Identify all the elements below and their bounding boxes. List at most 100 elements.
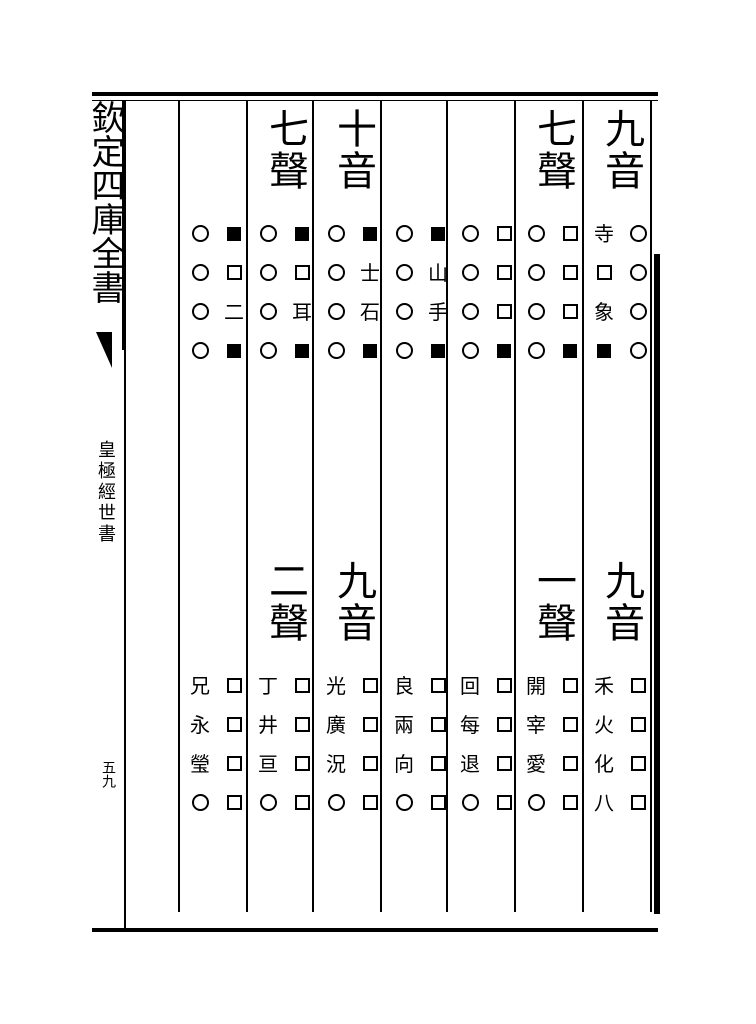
symbol-cell	[555, 331, 585, 370]
symbol-cell	[253, 331, 283, 370]
symbol-cell	[355, 331, 385, 370]
empty-circle-icon	[259, 794, 277, 811]
symbol-cell	[253, 253, 283, 292]
symbol-cell	[623, 783, 653, 822]
lower-column-c1: 九音禾火化八	[586, 560, 656, 822]
symbol-grid: 二	[185, 214, 249, 370]
sub-column-left: 禾火化八	[589, 666, 619, 822]
empty-square-icon	[562, 756, 578, 771]
upper-column-c3	[452, 108, 522, 370]
symbol-cell	[489, 705, 519, 744]
column-rule	[514, 100, 516, 912]
upper-column-c5: 十音士石	[318, 108, 388, 370]
symbol-cell	[489, 331, 519, 370]
filled-square-icon	[497, 343, 511, 358]
symbol-cell	[423, 744, 453, 783]
symbol-cell	[455, 783, 485, 822]
frame-bottom-border	[92, 928, 658, 932]
sub-column-left: 良兩向	[389, 666, 419, 822]
symbol-cell	[389, 783, 419, 822]
upper-column-c7: 二	[182, 108, 252, 370]
filled-square-icon	[227, 226, 241, 241]
column-rule	[582, 100, 584, 912]
margin-page-number: 五九	[100, 760, 116, 788]
symbol-grid: 光廣況	[321, 666, 385, 822]
empty-square-icon	[226, 795, 242, 810]
character-cell: 向	[394, 751, 414, 776]
symbol-cell	[623, 214, 653, 253]
symbol-grid: 回每退	[455, 666, 519, 822]
empty-circle-icon	[327, 794, 345, 811]
column-rule	[178, 100, 180, 912]
character-cell: 開	[526, 673, 546, 698]
symbol-cell	[219, 783, 249, 822]
lower-column-c7: 兄永瑩	[182, 560, 252, 822]
symbol-cell	[521, 253, 551, 292]
symbol-cell	[589, 331, 619, 370]
character-cell: 耳	[292, 299, 312, 324]
character-cell: 火	[594, 712, 614, 737]
character-cell: 況	[326, 751, 346, 776]
empty-circle-icon	[395, 342, 413, 359]
symbol-cell	[423, 331, 453, 370]
sub-column-right	[287, 666, 317, 822]
empty-square-icon	[362, 756, 378, 771]
symbol-grid: 丁井亘	[253, 666, 317, 822]
empty-square-icon	[496, 304, 512, 319]
sub-column-right: 耳	[287, 214, 317, 370]
margin-book-title: 皇極經世書	[95, 440, 116, 545]
empty-square-icon	[226, 678, 242, 693]
sub-column-right	[623, 214, 653, 370]
empty-circle-icon	[191, 225, 209, 242]
filled-square-icon	[563, 343, 577, 358]
sub-column-right	[555, 214, 585, 370]
symbol-cell	[389, 253, 419, 292]
symbol-cell	[623, 292, 653, 331]
column-rule	[312, 100, 314, 912]
column-heading: 二聲	[262, 560, 308, 644]
empty-circle-icon	[259, 225, 277, 242]
symbol-cell	[219, 705, 249, 744]
character-cell: 每	[460, 712, 480, 737]
symbol-cell	[423, 705, 453, 744]
empty-square-icon	[562, 304, 578, 319]
empty-square-icon	[362, 795, 378, 810]
empty-square-icon	[562, 265, 578, 280]
filled-square-icon	[363, 226, 377, 241]
symbol-cell	[555, 292, 585, 331]
symbol-cell	[219, 331, 249, 370]
character-cell: 退	[460, 751, 480, 776]
empty-circle-icon	[527, 342, 545, 359]
empty-square-icon	[226, 265, 242, 280]
symbol-cell	[287, 331, 317, 370]
empty-circle-icon	[395, 303, 413, 320]
empty-square-icon	[430, 678, 446, 693]
sub-column-right	[423, 666, 453, 822]
margin-collection-title: 欽定四庫全書	[88, 100, 124, 350]
upper-column-c6: 七聲耳	[250, 108, 320, 370]
symbol-cell	[489, 214, 519, 253]
symbol-cell	[423, 666, 453, 705]
empty-circle-icon	[327, 303, 345, 320]
character-cell: 良	[394, 673, 414, 698]
character-cell: 兩	[394, 712, 414, 737]
sub-column-left	[521, 214, 551, 370]
empty-square-icon	[294, 756, 310, 771]
empty-circle-icon	[395, 264, 413, 281]
symbol-cell	[253, 783, 283, 822]
symbol-cell	[219, 666, 249, 705]
symbol-cell	[623, 666, 653, 705]
column-heading: 一聲	[530, 560, 576, 644]
symbol-cell	[489, 292, 519, 331]
symbol-cell	[287, 666, 317, 705]
symbol-cell	[355, 705, 385, 744]
column-rule	[124, 100, 126, 928]
character-cell: 象	[594, 299, 614, 324]
empty-square-icon	[430, 717, 446, 732]
empty-circle-icon	[191, 303, 209, 320]
symbol-grid	[521, 214, 585, 370]
sub-column-right	[355, 666, 385, 822]
symbol-grid: 寺象	[589, 214, 653, 370]
symbol-cell	[219, 214, 249, 253]
empty-square-icon	[630, 756, 646, 771]
